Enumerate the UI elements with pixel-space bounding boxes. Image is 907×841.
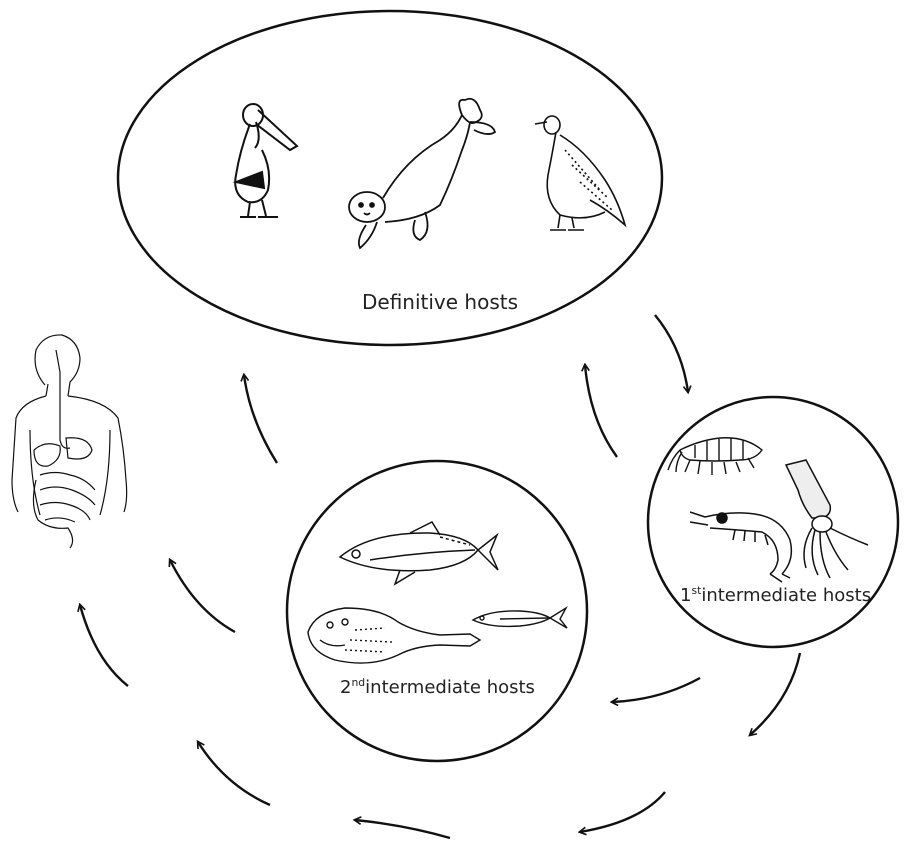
human-digestive-system-icon [11,334,128,549]
arrow-first-to-definitive-a [585,365,618,458]
amphipod-icon [667,437,763,475]
arrow-first-down [750,652,802,735]
pelican-icon [232,103,299,218]
arrow-second-to-human-a [170,560,236,634]
second-intermediate-text: intermediate hosts [365,677,535,698]
arrow-lower-left [198,742,271,807]
seal-icon [348,97,497,250]
arrows [80,314,802,840]
arrow-second-to-definitive [244,375,279,464]
arrow-lower-right [580,791,666,832]
mackerel-icon [338,521,499,586]
second-intermediate-hosts-circle [285,459,589,763]
arrow-bottom [355,820,451,840]
second-ordinal-suffix: nd [351,676,366,689]
definitive-hosts-ellipse [116,9,664,347]
first-ordinal-suffix: st [691,584,702,597]
arrow-second-to-human-b [80,605,129,687]
arrow-definitive-to-first [654,314,688,392]
first-intermediate-hosts-label: 1stintermediate hosts [680,584,871,606]
squid-icon [784,459,869,579]
second-intermediate-hosts-label: 2ndintermediate hosts [340,676,535,698]
definitive-hosts-label: Definitive hosts [362,290,519,314]
first-intermediate-text: intermediate hosts [701,585,872,606]
second-ordinal: 2 [340,677,352,698]
first-ordinal: 1 [680,585,692,606]
shrimp-icon [689,511,793,583]
first-intermediate-hosts-circle [646,395,900,649]
arrow-first-to-second [612,676,701,702]
cormorant-icon [534,115,627,231]
anchovy-icon [471,605,568,629]
anglerfish-icon [307,607,482,664]
